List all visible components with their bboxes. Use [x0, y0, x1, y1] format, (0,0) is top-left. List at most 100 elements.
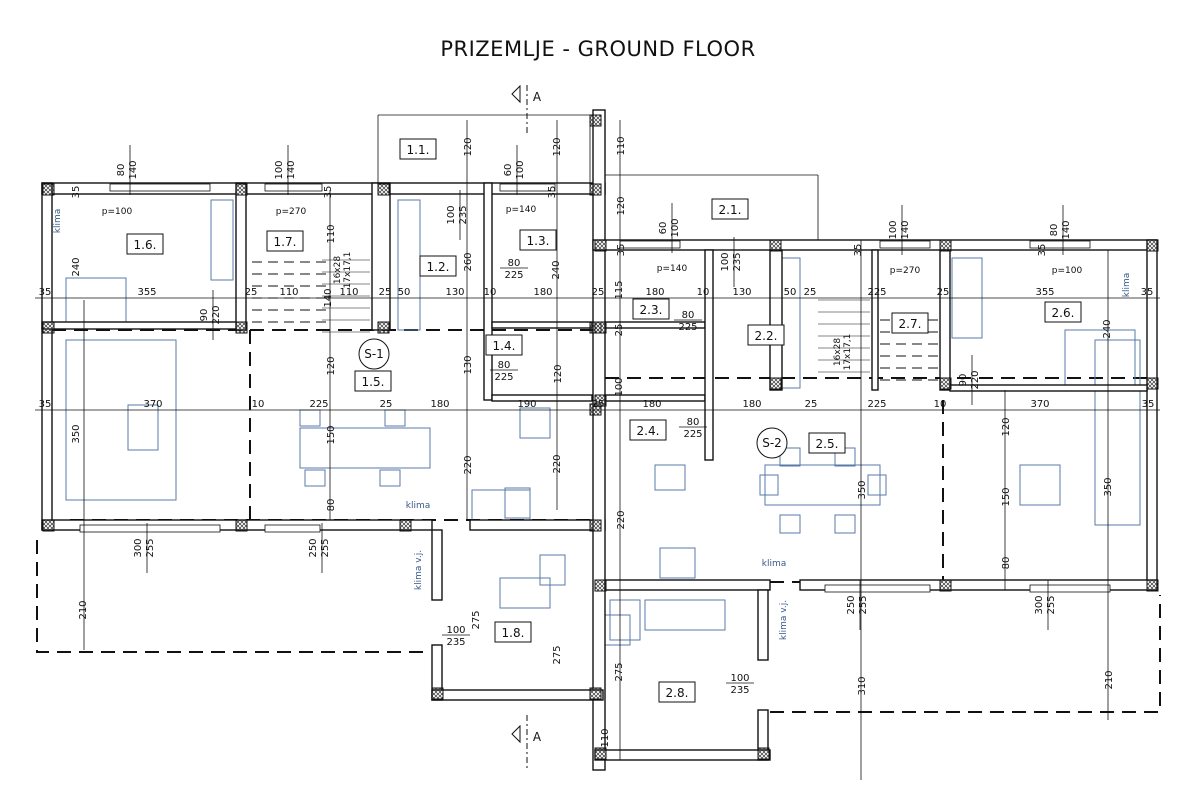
furniture-item — [759, 474, 779, 496]
room-tag: 1.2. — [427, 260, 450, 274]
annotation: klima v.j. — [414, 550, 424, 590]
dimension-label: 25 — [614, 324, 625, 337]
fraction-bottom: 255 — [858, 595, 869, 614]
furniture-item — [1064, 329, 1136, 386]
dimension-label: 240 — [551, 260, 562, 279]
fraction-top: 80 — [1049, 224, 1060, 237]
column — [42, 519, 55, 532]
room-tag: 2.4. — [637, 424, 660, 438]
wall — [371, 182, 391, 331]
room-tag: 1.7. — [274, 235, 297, 249]
window — [824, 584, 931, 593]
dimension-label: 350 — [1103, 477, 1114, 496]
dimension-label: 370 — [143, 399, 162, 410]
dimension-label: 355 — [1035, 287, 1054, 298]
room-tag-box — [658, 681, 696, 703]
dimension-label: 80 — [326, 499, 337, 512]
dimension-label: 110 — [600, 728, 611, 747]
column — [939, 239, 952, 252]
dimension-label: 25 — [937, 287, 950, 298]
annotation: p=100 — [102, 207, 133, 217]
fraction-top: 80 — [116, 164, 127, 177]
column — [939, 377, 952, 390]
column — [431, 687, 444, 700]
labels: AA1.1.1.6.1.7.1.2.1.3.1.4.1.5.1.8.2.1.2.… — [39, 84, 1155, 748]
room-tag: 1.4. — [493, 339, 516, 353]
dimension-label: 350 — [857, 480, 868, 499]
column — [594, 579, 607, 592]
dimension-label: 35 — [1142, 399, 1155, 410]
room-tag: 1.3. — [527, 234, 550, 248]
furniture-item — [867, 474, 887, 496]
dimension-label: 35 — [1141, 287, 1154, 298]
fraction-bottom: 225 — [683, 429, 702, 440]
dimension-label: 240 — [71, 257, 82, 276]
dimension-label: 25 — [379, 287, 392, 298]
furniture-item — [1094, 339, 1141, 526]
fraction-bottom: 255 — [1046, 595, 1057, 614]
furniture-item — [764, 464, 881, 506]
furniture-item — [519, 407, 551, 439]
fraction-bottom: 255 — [145, 538, 156, 557]
dimension-label: 25 — [592, 287, 605, 298]
furniture-item — [539, 554, 566, 586]
room-tag-box — [126, 233, 164, 255]
wall — [491, 321, 593, 329]
dimension-label: 100 — [614, 377, 625, 396]
dimension-label: 180 — [645, 287, 664, 298]
room-tag-box — [519, 229, 557, 251]
wall — [431, 689, 604, 701]
dimension-label: 180 — [533, 287, 552, 298]
annotation: klima — [406, 501, 431, 511]
annotation: 17x17,1 — [343, 252, 353, 289]
dimension-label: 35 — [1037, 244, 1048, 257]
dimension-label: 110 — [616, 136, 627, 155]
dimension-label: 260 — [463, 252, 474, 271]
terrace-left-dashed — [36, 540, 430, 653]
column — [594, 321, 607, 334]
annotation: klima — [1122, 273, 1132, 298]
dimension-label: 25 — [380, 399, 393, 410]
fraction-top: 90 — [199, 309, 210, 322]
room-tag: 2.2. — [755, 329, 778, 343]
dimension-label: 110 — [339, 287, 358, 298]
wall — [704, 249, 714, 461]
fraction-top: 90 — [958, 374, 969, 387]
annotation: klima — [762, 559, 787, 569]
furniture-item — [65, 339, 177, 501]
dimension-label: 225 — [867, 399, 886, 410]
plan-title: PRIZEMLJE - GROUND FLOOR — [440, 37, 755, 61]
room-tag: 2.6. — [1052, 306, 1075, 320]
dimension-label: 180 — [430, 399, 449, 410]
column — [399, 519, 412, 532]
room-tag: 1.5. — [362, 375, 385, 389]
fraction-bottom: 220 — [211, 305, 222, 324]
column — [589, 183, 602, 196]
dimension-label: 150 — [326, 425, 337, 444]
wall — [604, 579, 771, 591]
room-tag-box — [711, 198, 749, 220]
annotation: p=140 — [657, 264, 688, 274]
dimension-label: 180 — [742, 399, 761, 410]
window — [499, 183, 556, 192]
fraction-top: 80 — [687, 417, 700, 428]
furniture-item — [1019, 464, 1061, 506]
column — [1146, 239, 1159, 252]
fraction-top: 100 — [730, 673, 749, 684]
column — [235, 519, 248, 532]
fraction-top: 80 — [498, 360, 511, 371]
fraction-bottom: 140 — [900, 220, 911, 239]
furniture-item — [659, 547, 696, 579]
dimension-label: 220 — [616, 510, 627, 529]
room-tag: 2.8. — [666, 686, 689, 700]
fraction-top: 60 — [503, 164, 514, 177]
furniture-item — [471, 489, 531, 521]
dimension-label: 120 — [553, 364, 564, 383]
dimension-label: 25 — [592, 399, 605, 410]
fraction-bottom: 140 — [1061, 220, 1072, 239]
dimension-label: 35 — [547, 186, 558, 199]
fraction-bottom: 225 — [494, 372, 513, 383]
fraction-top: 60 — [658, 222, 669, 235]
furniture-item — [644, 599, 726, 631]
window — [264, 524, 321, 533]
